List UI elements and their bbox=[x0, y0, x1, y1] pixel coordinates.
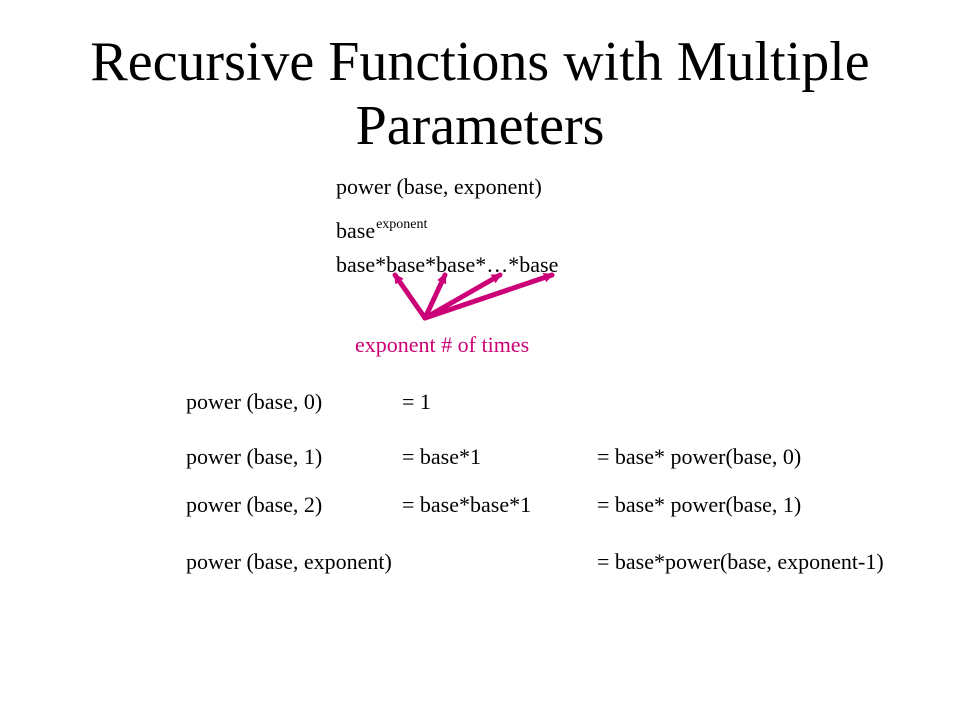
case-1-call: power (base, 1) bbox=[186, 444, 323, 469]
case-2-call: power (base, 2) bbox=[186, 492, 323, 517]
arrow-1 bbox=[392, 272, 428, 321]
general-recursive: = base*power(base, exponent-1) bbox=[597, 549, 884, 574]
slide-title-line-2: Parameters bbox=[355, 95, 605, 157]
expanded-product: base*base*base*…*base bbox=[336, 252, 559, 277]
case-0-expansion: = 1 bbox=[402, 389, 431, 414]
arrow-4 bbox=[422, 272, 555, 321]
arrow-3 bbox=[422, 272, 503, 321]
arrow-label: exponent # of times bbox=[355, 332, 530, 357]
power-base: base bbox=[336, 218, 376, 243]
case-1-expansion: = base*1 bbox=[402, 444, 481, 469]
case-2-recursive: = base* power(base, 1) bbox=[597, 492, 802, 517]
case-1-recursive: = base* power(base, 0) bbox=[597, 444, 802, 469]
arrow-2 bbox=[422, 272, 448, 321]
slide-title-line-1: Recursive Functions with Multiple bbox=[90, 31, 870, 93]
slide-title: Recursive Functions with Multiple Parame… bbox=[0, 30, 960, 158]
signature-text: power (base, exponent) bbox=[336, 174, 542, 199]
power-exponent: exponent bbox=[376, 217, 428, 232]
case-2-expansion: = base*base*1 bbox=[402, 492, 532, 517]
general-call: power (base, exponent) bbox=[186, 549, 392, 574]
case-0-call: power (base, 0) bbox=[186, 389, 323, 414]
power-notation: baseexponent bbox=[336, 217, 428, 248]
